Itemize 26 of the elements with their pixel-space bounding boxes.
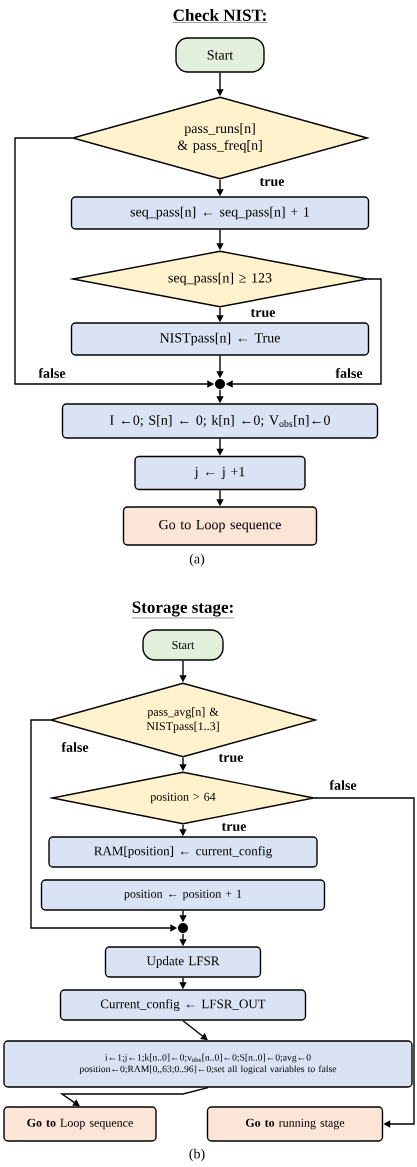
edge-label: false xyxy=(60,741,90,753)
edge-label: true xyxy=(258,177,286,188)
arrow xyxy=(182,1020,208,1041)
arrow xyxy=(314,797,415,1128)
subfigure-caption: (b) xyxy=(189,1148,205,1162)
edge-label: true xyxy=(249,308,277,319)
start-terminal: Start xyxy=(175,37,265,73)
start-terminal: Start xyxy=(142,629,224,661)
process-box: NISTpass[n] ← True xyxy=(70,322,370,356)
process-box: seq_pass[n] ← seq_pass[n] + 1 xyxy=(70,196,370,230)
edge-label: false xyxy=(37,367,67,379)
goto-box: Go to Loop sequence xyxy=(122,506,318,546)
edge-label: false xyxy=(334,367,364,379)
arrow xyxy=(59,1087,209,1107)
process-box: I ←0; S[n] ← 0; k[n] ←0; V$_{obs}$[n]←0 xyxy=(61,403,379,439)
process-box: i←1;j←1;k[n..0]←0;v$_{obs}$[n..0]←0;S[n..0]←0;avg←0 position←0;RAM[0,,63;0..96]←0;set all logical variables to false xyxy=(3,1040,413,1088)
edge-label: false xyxy=(328,779,358,791)
process-box: Update LFSR xyxy=(104,946,262,978)
process-box: Current_config ← LFSR_OUT xyxy=(59,989,307,1021)
goto-box: Go to Loop sequence xyxy=(3,1106,157,1142)
section-heading: Check NIST: xyxy=(172,9,268,23)
goto-box: Go to running stage xyxy=(206,1106,384,1142)
edge-label: true xyxy=(220,822,248,833)
process-box: j ← j +1 xyxy=(134,455,306,491)
process-box: RAM[position] ← current_config xyxy=(48,836,318,868)
process-box: position ← position + 1 xyxy=(40,879,326,911)
